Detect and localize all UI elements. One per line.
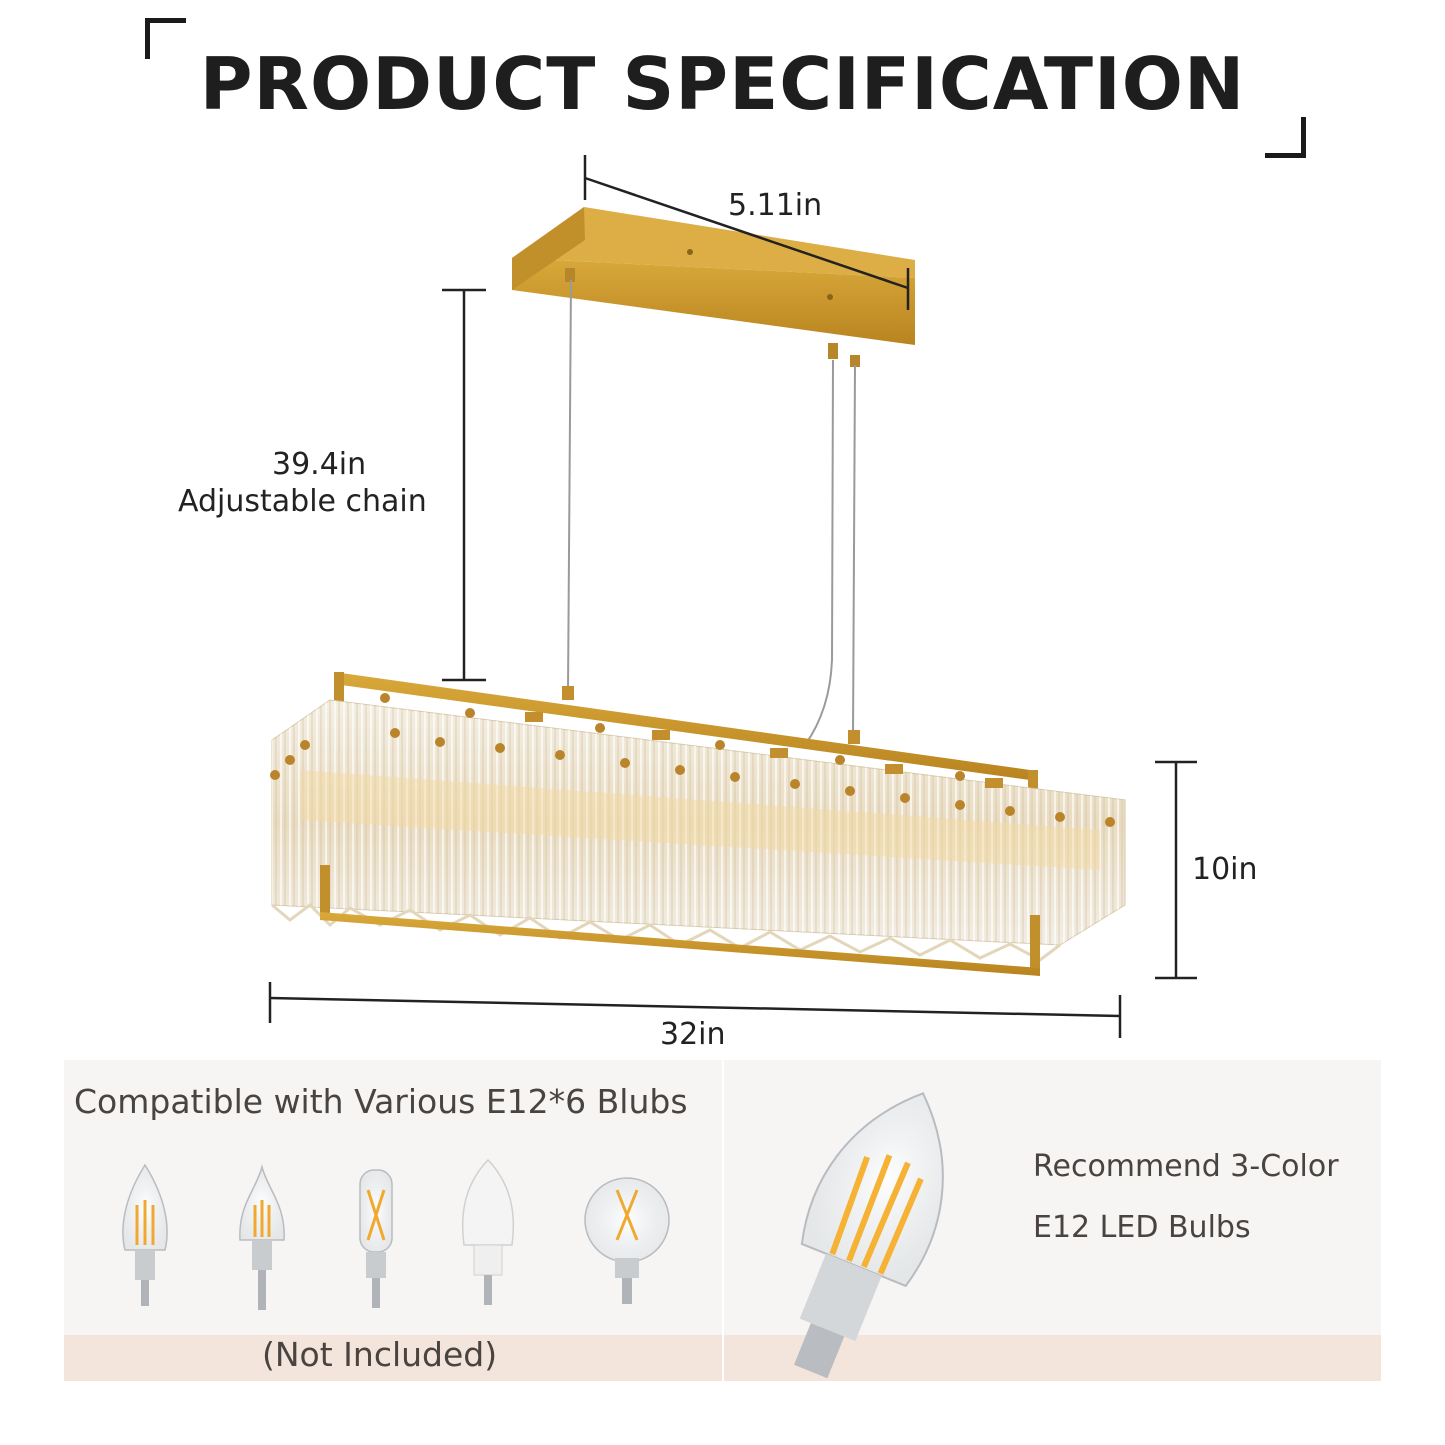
page-title: PRODUCT SPECIFICATION bbox=[199, 42, 1246, 126]
recommend-line1: Recommend 3-Color bbox=[1033, 1149, 1339, 1184]
canopy-width-dimension bbox=[583, 155, 910, 310]
chain-note-label: Adjustable chain bbox=[178, 484, 427, 519]
candle-bulb-icon bbox=[122, 1163, 168, 1306]
tubular-bulb-icon bbox=[359, 1169, 393, 1308]
compatibility-heading: Compatible with Various E12*6 Blubs bbox=[74, 1082, 688, 1121]
width-label: 32in bbox=[660, 1017, 726, 1052]
crystal-body bbox=[271, 699, 1126, 962]
gold-studs bbox=[270, 693, 1115, 827]
light-sockets bbox=[525, 686, 1003, 788]
frosted-led-bulb-icon bbox=[461, 1158, 515, 1305]
corner-bracket-top-left bbox=[145, 18, 186, 59]
not-included-note: (Not Included) bbox=[262, 1335, 498, 1374]
width-dimension bbox=[268, 982, 1122, 1038]
recommended-led-bulb-icon bbox=[794, 1092, 944, 1379]
recommend-line2: E12 LED Bulbs bbox=[1033, 1210, 1251, 1245]
ceiling-canopy bbox=[512, 207, 915, 367]
canopy-width-label: 5.11in bbox=[728, 188, 823, 223]
height-dimension bbox=[1155, 760, 1197, 980]
chandelier-frame-front bbox=[320, 865, 1040, 976]
chain-length-label: 39.4in bbox=[272, 447, 367, 482]
suspension-wires bbox=[567, 279, 856, 746]
panel-divider bbox=[722, 1060, 724, 1381]
flame-tip-bulb-icon bbox=[239, 1164, 285, 1310]
corner-bracket-bottom-right bbox=[1265, 117, 1306, 158]
height-label: 10in bbox=[1192, 852, 1258, 887]
chain-length-dimension bbox=[442, 288, 486, 682]
globe-bulb-icon bbox=[584, 1177, 670, 1304]
